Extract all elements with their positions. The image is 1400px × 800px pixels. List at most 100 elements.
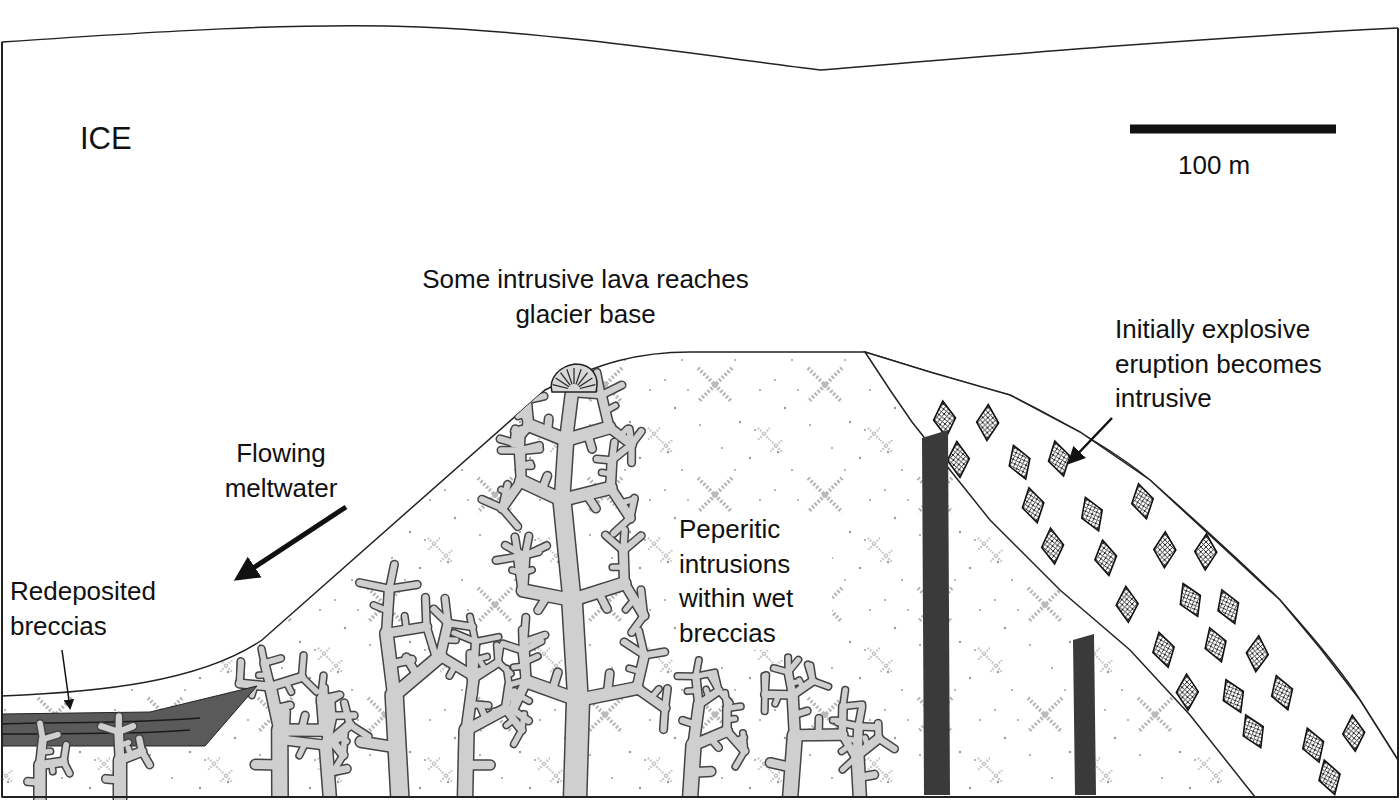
- intrusion-body: [586, 494, 596, 509]
- peperitic-intrusions: [240, 372, 895, 800]
- intrusion-body: [498, 646, 500, 662]
- scale-bar: [1130, 125, 1336, 134]
- intrusion-body: [687, 688, 697, 694]
- scale-label: 100 m: [1178, 148, 1298, 183]
- explosive-breccia-band: [865, 352, 1398, 797]
- intrusion-body: [449, 665, 455, 676]
- intrusion-body: [614, 518, 631, 533]
- intrusion-body: [518, 552, 538, 557]
- intrusion-body: [427, 627, 435, 654]
- intrusion-body: [524, 635, 545, 642]
- quench-fracture: [556, 378, 569, 387]
- intrusion-body: [612, 564, 623, 569]
- intrusion-body: [605, 406, 615, 412]
- intrusion-outline: [566, 392, 572, 440]
- intrusion-outline: [799, 680, 803, 688]
- intrusion-outline: [736, 737, 745, 741]
- intrusion-outline: [663, 708, 665, 730]
- intrusion-outline: [562, 440, 566, 500]
- intrusion-outline: [547, 419, 548, 433]
- intrusion-body: [259, 672, 268, 677]
- intrusion-body: [525, 656, 538, 662]
- frame-line: [2, 796, 1398, 798]
- intrusion-outline: [651, 689, 659, 698]
- intrusion-body: [727, 706, 741, 708]
- intrusion-body: [523, 384, 530, 400]
- intrusion-outline: [106, 779, 120, 780]
- intrusion-body: [286, 682, 291, 692]
- explosive-clast: [1245, 635, 1270, 673]
- intrusion-body: [527, 396, 544, 400]
- explosive-clast: [1148, 630, 1179, 670]
- intrusion-outline: [620, 429, 627, 436]
- intrusion-outline: [727, 706, 741, 708]
- intrusion-body: [519, 696, 529, 701]
- intrusion-body: [678, 674, 696, 679]
- intrusion-outline: [620, 500, 632, 503]
- intrusion-outline: [521, 384, 531, 400]
- intrusion-body: [264, 658, 281, 663]
- intrusion-body: [629, 668, 640, 671]
- intrusion-outline: [527, 396, 544, 400]
- intrusion-body: [774, 668, 788, 672]
- intrusion-body: [637, 688, 665, 708]
- intrusion-outline: [597, 459, 612, 460]
- lava-lobe: [551, 364, 597, 392]
- intrusion-body: [598, 592, 607, 609]
- quench-fracture: [567, 369, 572, 384]
- intrusion-body: [374, 605, 388, 611]
- intrusion-body: [794, 711, 807, 715]
- intrusion-body: [542, 476, 548, 491]
- intrusion-outline: [602, 473, 612, 475]
- intrusion-outline: [498, 646, 500, 662]
- intrusion-body: [344, 703, 349, 725]
- intrusion-body: [520, 463, 530, 465]
- intrusion-outline: [775, 695, 779, 704]
- intrusion-outline: [514, 431, 521, 434]
- meltwater-arrow: [238, 507, 346, 578]
- intrusion-outline: [319, 727, 329, 730]
- intrusion-outline: [577, 393, 601, 395]
- intrusion-outline: [794, 711, 807, 715]
- intrusion-body: [476, 637, 499, 642]
- explosive-clast: [1194, 534, 1217, 571]
- intrusion-body: [808, 664, 813, 680]
- intrusion-body: [500, 439, 514, 443]
- intrusion-body: [710, 675, 719, 690]
- intrusion-body: [651, 689, 659, 698]
- intrusion-body: [522, 396, 534, 403]
- explosive-clast: [1003, 442, 1036, 483]
- intrusion-body: [52, 763, 53, 771]
- intrusion-body: [406, 657, 417, 675]
- redeposit-layering: [2, 718, 200, 734]
- intrusion-outline: [514, 425, 529, 443]
- intrusion-outline: [519, 390, 522, 404]
- intrusion-body: [425, 597, 426, 626]
- intrusion-body: [299, 743, 305, 756]
- intrusion-body: [101, 726, 118, 732]
- intrusion-outline: [302, 655, 304, 677]
- intrusion-body: [502, 508, 518, 526]
- intrusion-outline: [240, 662, 241, 683]
- intrusion-outline: [562, 500, 572, 600]
- ice-surface: [2, 26, 1398, 70]
- intrusion-body: [848, 739, 858, 741]
- intrusion-body: [736, 737, 745, 741]
- intrusion-body: [28, 778, 40, 786]
- intrusion-outline: [283, 712, 285, 740]
- intrusion-body: [501, 447, 519, 453]
- intrusion-outline: [142, 751, 150, 764]
- explosive-clast: [1018, 485, 1048, 525]
- intrusion-body: [43, 735, 58, 740]
- intrusion-body: [566, 392, 572, 440]
- lava-lobe-at-glacier-base: [551, 364, 597, 392]
- intrusion-body: [350, 725, 369, 737]
- frame-line: [1, 42, 3, 797]
- intrusion-body: [710, 738, 718, 748]
- intrusion-outline: [683, 720, 697, 724]
- intrusion-body: [394, 656, 440, 695]
- intrusion-body: [605, 535, 623, 551]
- intrusion-outline: [301, 715, 305, 730]
- intrusion-body: [601, 385, 621, 395]
